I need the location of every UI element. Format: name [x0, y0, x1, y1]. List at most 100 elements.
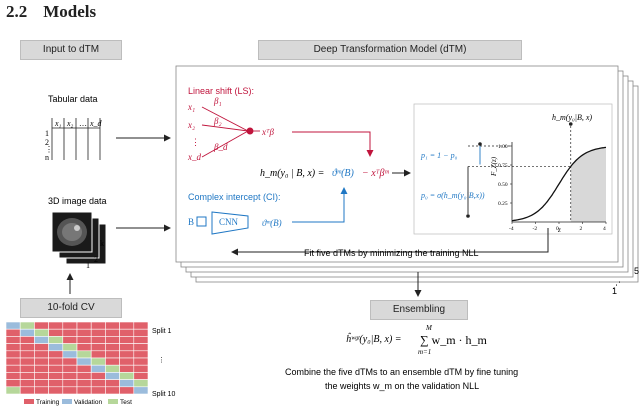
- cv-cell: [90, 343, 106, 352]
- stack-index-5: 5: [634, 266, 639, 276]
- cv-cell: [90, 372, 106, 380]
- dtm-header: Deep Transformation Model (dTM): [258, 40, 522, 60]
- cv-cell: [62, 336, 78, 344]
- cv-cell: [62, 386, 78, 395]
- image-index-2: 2: [94, 255, 98, 264]
- cv-cell: [90, 336, 106, 344]
- cv-cell: [133, 350, 149, 359]
- cv-cell: [119, 379, 135, 388]
- plot-x-tick-label: 2: [580, 226, 583, 232]
- cv-cell: [19, 336, 35, 344]
- ls-output: xᵀβ: [261, 127, 274, 137]
- formula-lhs: h_m(y₀ | B, x) =: [260, 168, 324, 179]
- plot-x-tick-label: 4: [603, 226, 606, 232]
- cv-cell: [34, 350, 49, 359]
- cv-legend-label: Test: [120, 399, 132, 406]
- cv-cell: [90, 364, 106, 373]
- cv-cell: [48, 364, 64, 373]
- cv-cell: [19, 343, 35, 352]
- ci-input: B: [188, 217, 194, 227]
- ci-arrow: [292, 187, 348, 223]
- cv-cell: [19, 372, 35, 380]
- plot-x-tick-label: -4: [509, 226, 514, 232]
- stack-index-dots: ⋰: [612, 280, 621, 290]
- ls-weight-1: β₁: [213, 96, 222, 106]
- cv-cell: [34, 364, 49, 373]
- tabular-col-3: …: [79, 119, 87, 128]
- input-header: Input to dTM: [20, 40, 122, 60]
- cv-cell: [105, 328, 120, 337]
- cv-cell: [5, 386, 21, 395]
- fit-arrow: [231, 228, 549, 256]
- cv-cell: [48, 321, 64, 330]
- cv-cell: [105, 364, 120, 373]
- cv-cell: [133, 328, 149, 337]
- ls-arrow: [292, 131, 374, 157]
- cv-cell: [48, 357, 64, 366]
- cv-split-1: Split 1: [152, 328, 172, 335]
- cv-split-10: Split 10: [152, 391, 175, 398]
- ensemble-sum-top: M: [425, 324, 433, 332]
- ls-network: [201, 106, 260, 158]
- section-title: Models: [43, 2, 97, 21]
- cv-cell: [5, 328, 21, 337]
- cv-cell: [133, 386, 149, 395]
- cv-cell: [119, 343, 135, 352]
- cv-cell: [90, 328, 106, 337]
- cv-cell: [62, 343, 78, 352]
- cv-legend-swatch: [108, 399, 118, 404]
- cv-cell: [90, 386, 106, 395]
- cv-cell: [34, 386, 49, 395]
- cv-cell: [105, 379, 120, 388]
- cv-cell: [48, 336, 64, 344]
- ensemble-text-1: Combine the five dTMs to an ensemble dTM…: [285, 367, 518, 377]
- ls-label: Linear shift (LS):: [188, 86, 254, 96]
- cv-legend-label: Training: [36, 399, 60, 406]
- cv-cell: [90, 321, 106, 330]
- ensemble-formula-lhs: ĥʷᵍᵗ(y₀|B, x) =: [346, 332, 402, 345]
- cv-cell: [5, 343, 21, 352]
- image-stack: [51, 211, 107, 265]
- cv-legend-swatch: [62, 399, 72, 404]
- cv-cell: [62, 328, 78, 337]
- plot-x-tick-label: -2: [533, 226, 538, 232]
- plot-p1-marker: [478, 142, 482, 146]
- ci-output: ϑᵐ(B): [262, 218, 282, 228]
- cv-cell: [119, 350, 135, 359]
- ensembling-header: Ensembling: [370, 300, 468, 320]
- cv-cell: [76, 379, 92, 388]
- stack-index-1: 1: [612, 286, 617, 296]
- tabular-row-n: n: [45, 153, 49, 162]
- cv-cell: [62, 379, 78, 388]
- cv-cell: [19, 386, 35, 395]
- tabular-row-1: 1: [45, 129, 49, 138]
- ls-input-dots: ⋮: [191, 137, 200, 147]
- cv-cell: [34, 321, 49, 330]
- cv-legend-swatch: [24, 399, 34, 404]
- plot-title: h_m(y₀|B, x): [552, 113, 592, 122]
- cv-cell: [76, 321, 92, 330]
- cv-cell: [19, 321, 35, 330]
- cv-cell: [48, 379, 64, 388]
- cv-cell: [133, 336, 149, 344]
- cv-cell: [105, 350, 120, 359]
- cv-cell: [19, 364, 35, 373]
- tabular-col-4: x_d: [89, 119, 103, 128]
- plot-p0-marker: [466, 214, 470, 218]
- cv-cell: [76, 350, 92, 359]
- ls-input-d: x_d: [187, 152, 201, 162]
- cv-cell: [34, 343, 49, 352]
- cv-cell: [19, 328, 35, 337]
- tabular-grid: [51, 118, 101, 160]
- cv-cell: [5, 379, 21, 388]
- ci-cnn-shape: [211, 211, 249, 235]
- image-index-1: 1: [86, 261, 90, 270]
- cv-cell: [119, 328, 135, 337]
- cv-cell: [48, 328, 64, 337]
- cv-cell: [105, 386, 120, 395]
- cv-cell: [5, 336, 21, 344]
- cv-cell: [119, 364, 135, 373]
- cv-header: 10-fold CV: [20, 298, 122, 318]
- cv-cell: [133, 379, 149, 388]
